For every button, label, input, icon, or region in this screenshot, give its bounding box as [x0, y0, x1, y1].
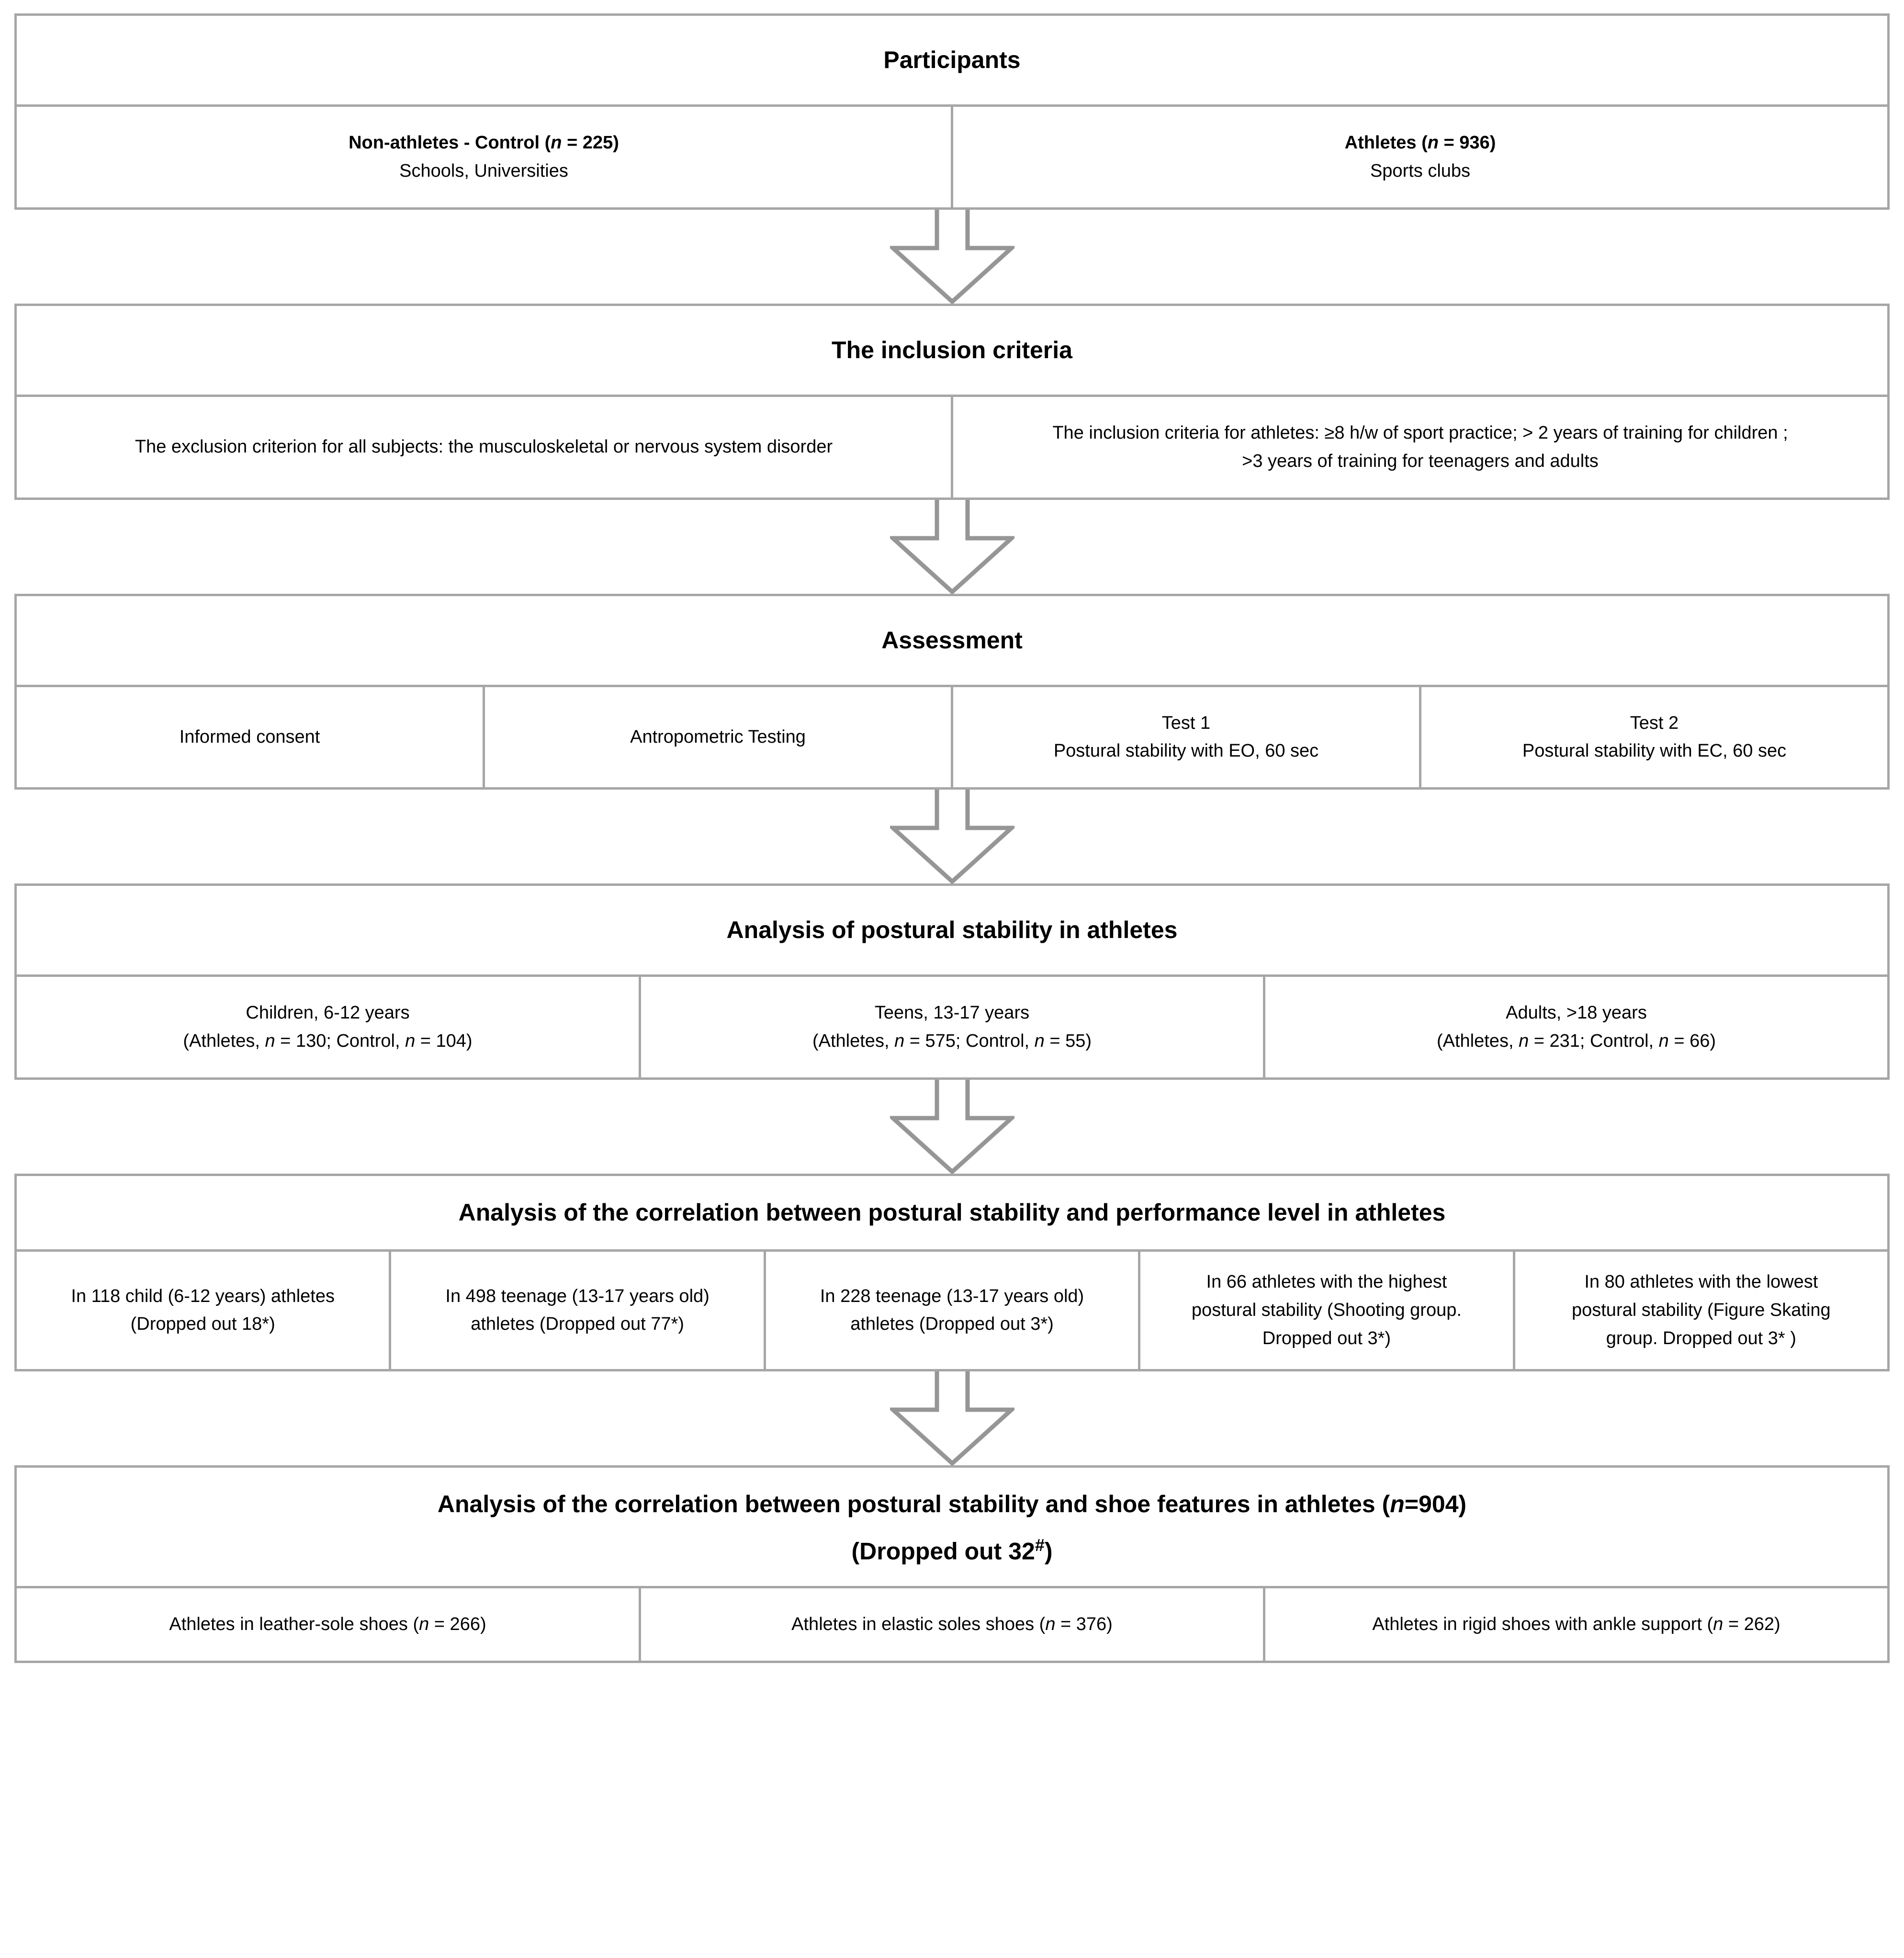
flow-arrow-2 — [14, 499, 1890, 594]
column-line-primary: Antropometric Testing — [630, 727, 806, 747]
flow-node-inclusion-criteria: The inclusion criteria The exclusion cri… — [14, 303, 1890, 500]
down-arrow-icon — [890, 209, 1014, 304]
column-child-athletes: In 118 child (6-12 years) athletes (Drop… — [17, 1252, 389, 1369]
node-columns-analysis-postural-stability: Children, 6-12 years (Athletes, n = 130;… — [17, 977, 1887, 1078]
column-line-tertiary: Dropped out 3*) — [1262, 1328, 1391, 1348]
column-teenage-athletes-498: In 498 teenage (13-17 years old) athlete… — [389, 1252, 763, 1369]
column-antropometric-testing: Antropometric Testing — [483, 687, 951, 788]
node-columns-analysis-shoe-features: Athletes in leather-sole shoes (n = 266)… — [17, 1588, 1887, 1661]
column-line-secondary: Postural stability with EC, 60 sec — [1522, 741, 1787, 761]
column-line-secondary: Postural stability with EO, 60 sec — [1053, 741, 1319, 761]
column-inclusion-criteria-athletes: The inclusion criteria for athletes: ≥8 … — [951, 396, 1887, 498]
column-line-secondary: (Athletes, n = 130; Control, n = 104) — [183, 1031, 473, 1052]
column-line-primary: In 498 teenage (13-17 years old) — [445, 1286, 710, 1306]
node-columns-participants: Non-athletes - Control (n = 225) Schools… — [17, 107, 1887, 207]
column-line-primary: The exclusion criterion for all subjects… — [135, 437, 833, 457]
column-line-primary: Non-athletes - Control (n = 225) — [349, 133, 619, 153]
column-line-primary: In 118 child (6-12 years) athletes — [71, 1286, 335, 1306]
column-test-2: Test 2 Postural stability with EC, 60 se… — [1419, 687, 1887, 788]
column-informed-consent: Informed consent — [17, 687, 483, 788]
column-line-primary: In 80 athletes with the lowest — [1584, 1272, 1818, 1292]
column-line-tertiary: group. Dropped out 3* ) — [1606, 1328, 1796, 1348]
column-line-secondary: Sports clubs — [1370, 160, 1471, 181]
flow-node-analysis-performance-level: Analysis of the correlation between post… — [14, 1174, 1890, 1371]
column-line-primary: Informed consent — [179, 727, 320, 747]
flow-arrow-5 — [14, 1371, 1890, 1465]
down-arrow-icon — [890, 790, 1014, 884]
column-line-secondary: (Athletes, n = 575; Control, n = 55) — [812, 1031, 1092, 1052]
column-shooting-group: In 66 athletes with the highest postural… — [1138, 1252, 1512, 1369]
column-line-secondary: athletes (Dropped out 77*) — [471, 1314, 684, 1335]
column-teens: Teens, 13-17 years (Athletes, n = 575; C… — [639, 977, 1263, 1078]
node-columns-assessment: Informed consent Antropometric Testing T… — [17, 687, 1887, 788]
down-arrow-icon — [890, 1371, 1014, 1465]
flow-arrow-3 — [14, 790, 1890, 884]
column-line-secondary: >3 years of training for teenagers and a… — [1242, 451, 1599, 471]
column-line-secondary: postural stability (Shooting group. — [1191, 1300, 1462, 1321]
column-line-primary: In 228 teenage (13-17 years old) — [820, 1286, 1084, 1306]
column-line-primary: Athletes in elastic soles shoes (n = 376… — [791, 1614, 1113, 1635]
column-non-athletes-control: Non-athletes - Control (n = 225) Schools… — [17, 107, 951, 207]
column-line-primary: Adults, >18 years — [1506, 1003, 1647, 1023]
column-line-secondary: (Athletes, n = 231; Control, n = 66) — [1436, 1031, 1716, 1052]
flow-node-analysis-shoe-features: Analysis of the correlation between post… — [14, 1465, 1890, 1664]
flow-arrow-1 — [14, 209, 1890, 304]
node-columns-analysis-performance-level: In 118 child (6-12 years) athletes (Drop… — [17, 1252, 1887, 1369]
down-arrow-icon — [890, 1080, 1014, 1174]
column-line-primary: Test 1 — [1161, 713, 1211, 733]
node-header-participants: Participants — [17, 16, 1887, 107]
column-teenage-athletes-228: In 228 teenage (13-17 years old) athlete… — [763, 1252, 1138, 1369]
node-subheader-dropped-out: (Dropped out 32#) — [17, 1534, 1887, 1589]
node-header-inclusion-criteria: The inclusion criteria — [17, 306, 1887, 397]
flow-arrow-4 — [14, 1080, 1890, 1174]
node-header-analysis-shoe-features: Analysis of the correlation between post… — [437, 1490, 1467, 1517]
flow-node-assessment: Assessment Informed consent Antropometri… — [14, 593, 1890, 790]
column-line-primary: Test 2 — [1630, 713, 1679, 733]
column-leather-sole-shoes: Athletes in leather-sole shoes (n = 266) — [17, 1588, 639, 1661]
column-children: Children, 6-12 years (Athletes, n = 130;… — [17, 977, 639, 1077]
column-line-primary: Teens, 13-17 years — [874, 1003, 1030, 1023]
column-line-secondary: Schools, Universities — [399, 160, 568, 181]
column-exclusion-criterion: The exclusion criterion for all subjects… — [17, 397, 951, 498]
column-line-primary: Athletes in rigid shoes with ankle suppo… — [1372, 1614, 1780, 1635]
flow-node-analysis-postural-stability: Analysis of postural stability in athlet… — [14, 883, 1890, 1080]
flowchart: Participants Non-athletes - Control (n =… — [14, 13, 1890, 1664]
column-rigid-shoes-ankle-support: Athletes in rigid shoes with ankle suppo… — [1263, 1588, 1887, 1661]
down-arrow-icon — [890, 499, 1014, 594]
column-athletes: Athletes (n = 936) Sports clubs — [951, 107, 1887, 207]
column-line-secondary: athletes (Dropped out 3*) — [850, 1314, 1054, 1335]
node-columns-inclusion-criteria: The exclusion criterion for all subjects… — [17, 396, 1887, 498]
column-line-primary: Children, 6-12 years — [246, 1003, 410, 1023]
column-adults: Adults, >18 years (Athletes, n = 231; Co… — [1263, 977, 1887, 1078]
column-line-primary: The inclusion criteria for athletes: ≥8 … — [1052, 422, 1788, 443]
column-line-primary: In 66 athletes with the highest — [1206, 1272, 1447, 1292]
column-line-primary: Athletes in leather-sole shoes (n = 266) — [169, 1614, 486, 1635]
node-header-assessment: Assessment — [17, 596, 1887, 687]
column-elastic-soles-shoes: Athletes in elastic soles shoes (n = 376… — [639, 1588, 1263, 1661]
node-header-analysis-performance-level: Analysis of the correlation between post… — [17, 1176, 1887, 1252]
column-figure-skating-group: In 80 athletes with the lowest postural … — [1512, 1252, 1887, 1369]
node-header-analysis-postural-stability: Analysis of postural stability in athlet… — [17, 886, 1887, 977]
column-line-secondary: (Dropped out 18*) — [130, 1314, 275, 1335]
column-test-1: Test 1 Postural stability with EO, 60 se… — [951, 687, 1419, 788]
flow-node-participants: Participants Non-athletes - Control (n =… — [14, 13, 1890, 210]
column-line-secondary: postural stability (Figure Skating — [1571, 1300, 1831, 1321]
column-line-primary: Athletes (n = 936) — [1344, 133, 1496, 153]
